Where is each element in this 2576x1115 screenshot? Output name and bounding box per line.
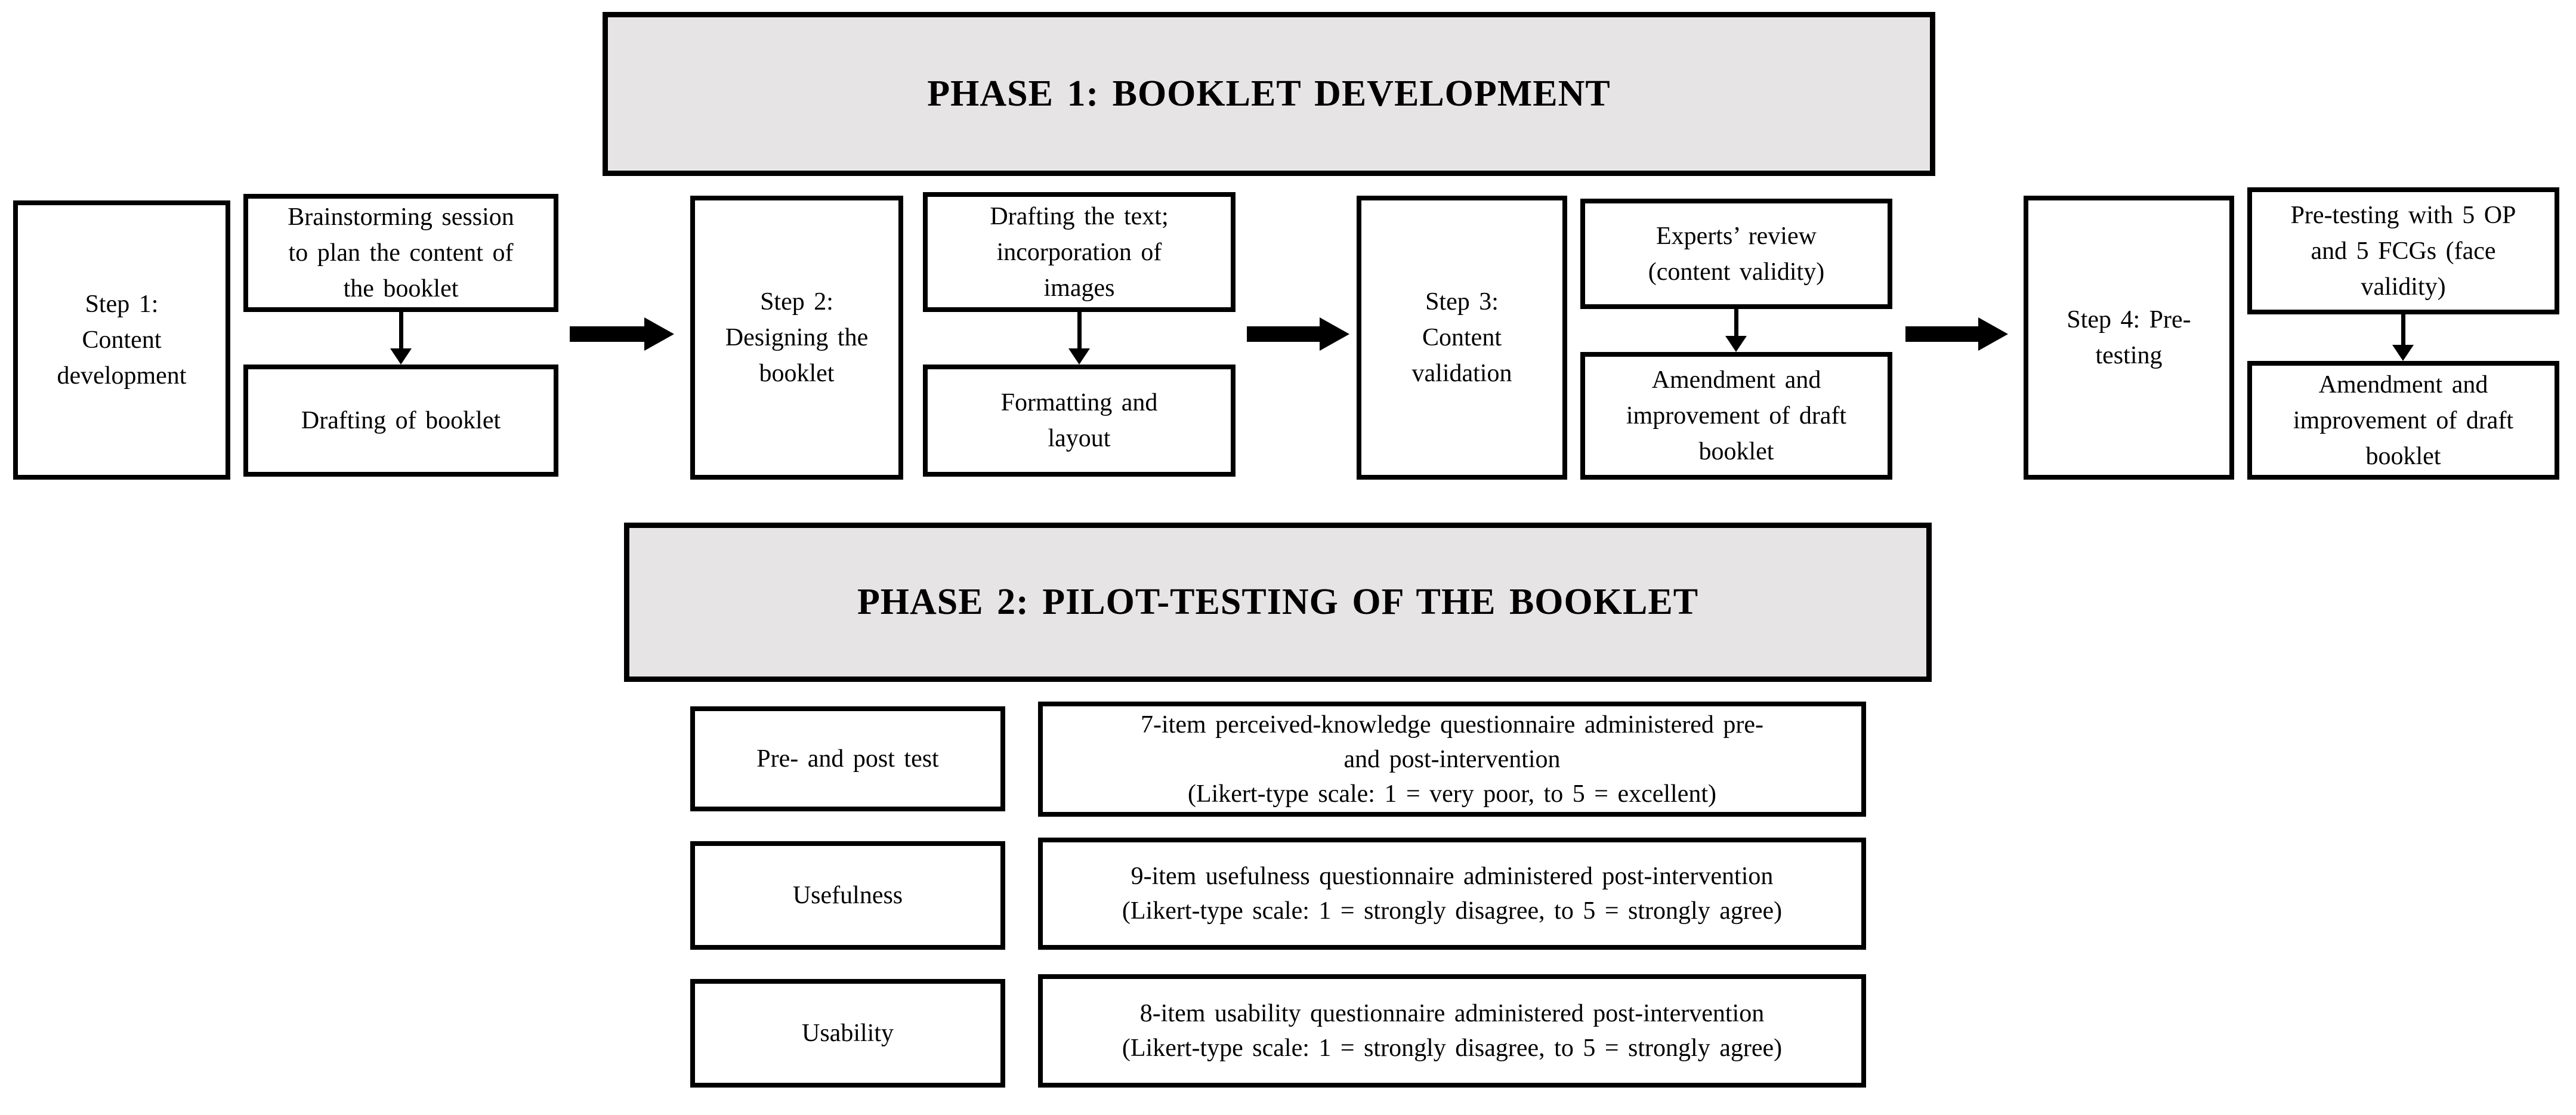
step3-substep-top-box: Experts’ review (content validity) — [1580, 199, 1892, 309]
phase2-row3-desc-box: 8-item usability questionnaire administe… — [1038, 974, 1866, 1088]
step1-substep-bottom-label: Drafting of booklet — [301, 407, 501, 434]
phase2-row2-label: Usefulness — [792, 882, 903, 909]
right-arrow-icon — [570, 317, 674, 351]
step3-box: Step 3: Content validation — [1357, 196, 1567, 480]
down-arrow-icon — [2392, 314, 2414, 361]
step4-substep-bottom-label: Amendment and improvement of draft bookl… — [2293, 370, 2514, 470]
down-arrow-icon — [390, 312, 412, 365]
step2-substep-bottom-box: Formatting and layout — [923, 365, 1236, 477]
phase2-row1-label: Pre- and post test — [756, 745, 939, 773]
step1-label: Step 1: Content development — [57, 291, 187, 390]
phase2-row2-desc: 9-item usefulness questionnaire administ… — [1122, 863, 1783, 925]
step4-box: Step 4: Pre- testing — [2024, 196, 2234, 480]
step4-substep-bottom-box: Amendment and improvement of draft bookl… — [2247, 361, 2559, 480]
phase2-row1-desc-box: 7-item perceived-knowledge questionnaire… — [1038, 702, 1866, 817]
right-arrow-shaft — [1247, 326, 1320, 342]
down-arrow-head — [1068, 348, 1090, 365]
phase1-title: PHASE 1: BOOKLET DEVELOPMENT — [927, 73, 1611, 114]
step2-substep-bottom-label: Formatting and layout — [1000, 389, 1158, 452]
phase2-row3-desc: 8-item usability questionnaire administe… — [1122, 1000, 1783, 1062]
right-arrow-shaft — [1905, 326, 1978, 342]
step1-substep-bottom-box: Drafting of booklet — [243, 365, 558, 477]
step4-label: Step 4: Pre- testing — [2067, 306, 2191, 369]
down-arrow-line — [1077, 312, 1082, 348]
step4-substep-top-box: Pre-testing with 5 OP and 5 FCGs (face v… — [2247, 187, 2559, 314]
step1-box: Step 1: Content development — [13, 200, 230, 480]
phase2-row2-label-box: Usefulness — [690, 841, 1005, 950]
phase2-row3-label-box: Usability — [690, 979, 1005, 1088]
step2-box: Step 2: Designing the booklet — [690, 196, 903, 480]
right-arrow-icon — [1905, 317, 2008, 351]
step3-label: Step 3: Content validation — [1411, 288, 1512, 387]
step1-substep-top-box: Brainstorming session to plan the conten… — [243, 194, 558, 312]
step2-substep-top-label: Drafting the text; incorporation of imag… — [990, 202, 1169, 302]
phase1-header: PHASE 1: BOOKLET DEVELOPMENT — [603, 12, 1935, 176]
right-arrow-shaft — [570, 326, 644, 342]
phase2-row1-desc: 7-item perceived-knowledge questionnaire… — [1141, 711, 1763, 808]
step3-substep-top-label: Experts’ review (content validity) — [1648, 222, 1825, 286]
phase2-row3-label: Usability — [802, 1020, 894, 1047]
step2-substep-top-box: Drafting the text; incorporation of imag… — [923, 192, 1236, 312]
right-arrow-icon — [1247, 317, 1349, 351]
step2-label: Step 2: Designing the booklet — [725, 288, 869, 387]
down-arrow-head — [1725, 336, 1747, 352]
step1-substep-top-label: Brainstorming session to plan the conten… — [288, 203, 514, 302]
down-arrow-head — [2392, 345, 2414, 361]
phase2-row1-label-box: Pre- and post test — [690, 706, 1005, 811]
phase2-header: PHASE 2: PILOT-TESTING OF THE BOOKLET — [624, 523, 1932, 682]
down-arrow-line — [2401, 314, 2405, 345]
down-arrow-icon — [1068, 312, 1090, 365]
step3-substep-bottom-box: Amendment and improvement of draft bookl… — [1580, 352, 1892, 480]
step3-substep-bottom-label: Amendment and improvement of draft bookl… — [1626, 366, 1847, 465]
down-arrow-head — [390, 348, 412, 365]
down-arrow-line — [1734, 309, 1738, 336]
phase2-row2-desc-box: 9-item usefulness questionnaire administ… — [1038, 838, 1866, 950]
down-arrow-icon — [1725, 309, 1747, 352]
right-arrow-head — [644, 317, 674, 351]
phase2-title: PHASE 2: PILOT-TESTING OF THE BOOKLET — [857, 582, 1699, 622]
step4-substep-top-label: Pre-testing with 5 OP and 5 FCGs (face v… — [2290, 201, 2516, 301]
right-arrow-head — [1978, 317, 2008, 351]
right-arrow-head — [1320, 317, 1349, 351]
down-arrow-line — [399, 312, 403, 348]
